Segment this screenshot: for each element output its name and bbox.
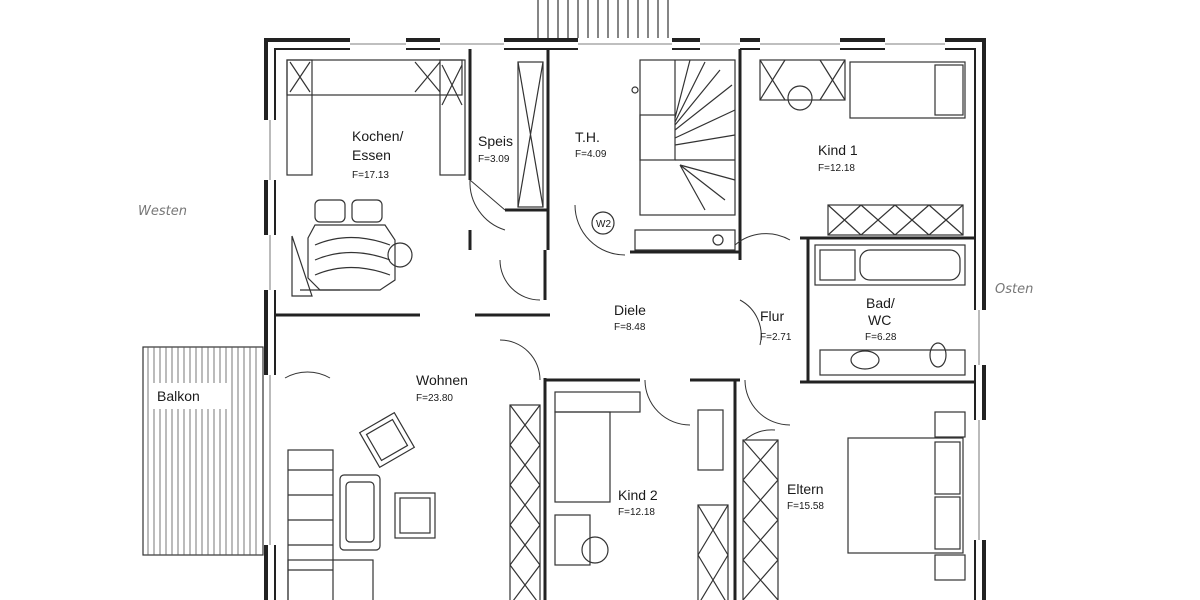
kochen-label-line2: Essen bbox=[352, 147, 391, 163]
eltern-area: F=15.58 bbox=[787, 501, 824, 512]
room-speis: Speis F=3.09 bbox=[478, 133, 513, 165]
room-kind1: Kind 1 F=12.18 bbox=[818, 142, 858, 174]
exterior-stairs bbox=[537, 0, 669, 42]
diele-label: Diele bbox=[614, 302, 646, 318]
w2-symbol: W2 bbox=[596, 219, 611, 230]
doors bbox=[284, 179, 791, 441]
flur-label: Flur bbox=[760, 308, 784, 324]
room-wohnen: Wohnen F=23.80 bbox=[416, 372, 468, 404]
kochen-area: F=17.13 bbox=[352, 170, 389, 181]
kitchen-furniture bbox=[286, 59, 466, 297]
eltern-label: Eltern bbox=[787, 481, 824, 497]
room-flur: Flur F=2.71 bbox=[760, 308, 792, 343]
bad-label-line1: Bad/ bbox=[866, 295, 895, 311]
east-label: Osten bbox=[995, 282, 1033, 297]
flur-area: F=2.71 bbox=[760, 332, 792, 343]
bathroom-fixtures bbox=[814, 244, 966, 376]
kind2-label: Kind 2 bbox=[618, 487, 658, 503]
room-bad: Bad/ WC F=6.28 bbox=[865, 295, 897, 343]
th-label: T.H. bbox=[575, 129, 600, 145]
kochen-label-line1: Kochen/ bbox=[352, 128, 403, 144]
kind1-label: Kind 1 bbox=[818, 142, 858, 158]
balcony bbox=[142, 346, 264, 556]
kind1-area: F=12.18 bbox=[818, 163, 855, 174]
diele-area: F=8.48 bbox=[614, 322, 646, 333]
room-diele: Diele F=8.48 bbox=[614, 302, 646, 333]
compass-labels: Westen Osten bbox=[138, 204, 1033, 297]
room-kochen: Kochen/ Essen F=17.13 bbox=[352, 128, 403, 181]
wohnen-label: Wohnen bbox=[416, 372, 468, 388]
th-area: F=4.09 bbox=[575, 149, 607, 160]
west-label: Westen bbox=[138, 204, 187, 219]
bad-label-line2: WC bbox=[868, 312, 891, 328]
bad-area: F=6.28 bbox=[865, 332, 897, 343]
pantry-shelf bbox=[517, 61, 544, 208]
room-th: T.H. F=4.09 W2 bbox=[575, 129, 611, 230]
speis-label: Speis bbox=[478, 133, 513, 149]
balkon-label: Balkon bbox=[157, 388, 200, 404]
outer-walls bbox=[264, 38, 986, 600]
kind1-furniture bbox=[759, 59, 966, 236]
interior-walls bbox=[275, 49, 975, 600]
wohnen-area: F=23.80 bbox=[416, 393, 453, 404]
wohnen-furniture bbox=[287, 411, 436, 600]
room-kind2: Kind 2 F=12.18 bbox=[618, 487, 658, 518]
eltern-furniture bbox=[742, 411, 966, 600]
room-eltern: Eltern F=15.58 bbox=[787, 481, 824, 512]
kind2-furniture bbox=[509, 391, 729, 600]
interior-stairs bbox=[591, 59, 736, 251]
kind2-area: F=12.18 bbox=[618, 507, 655, 518]
speis-area: F=3.09 bbox=[478, 154, 510, 165]
